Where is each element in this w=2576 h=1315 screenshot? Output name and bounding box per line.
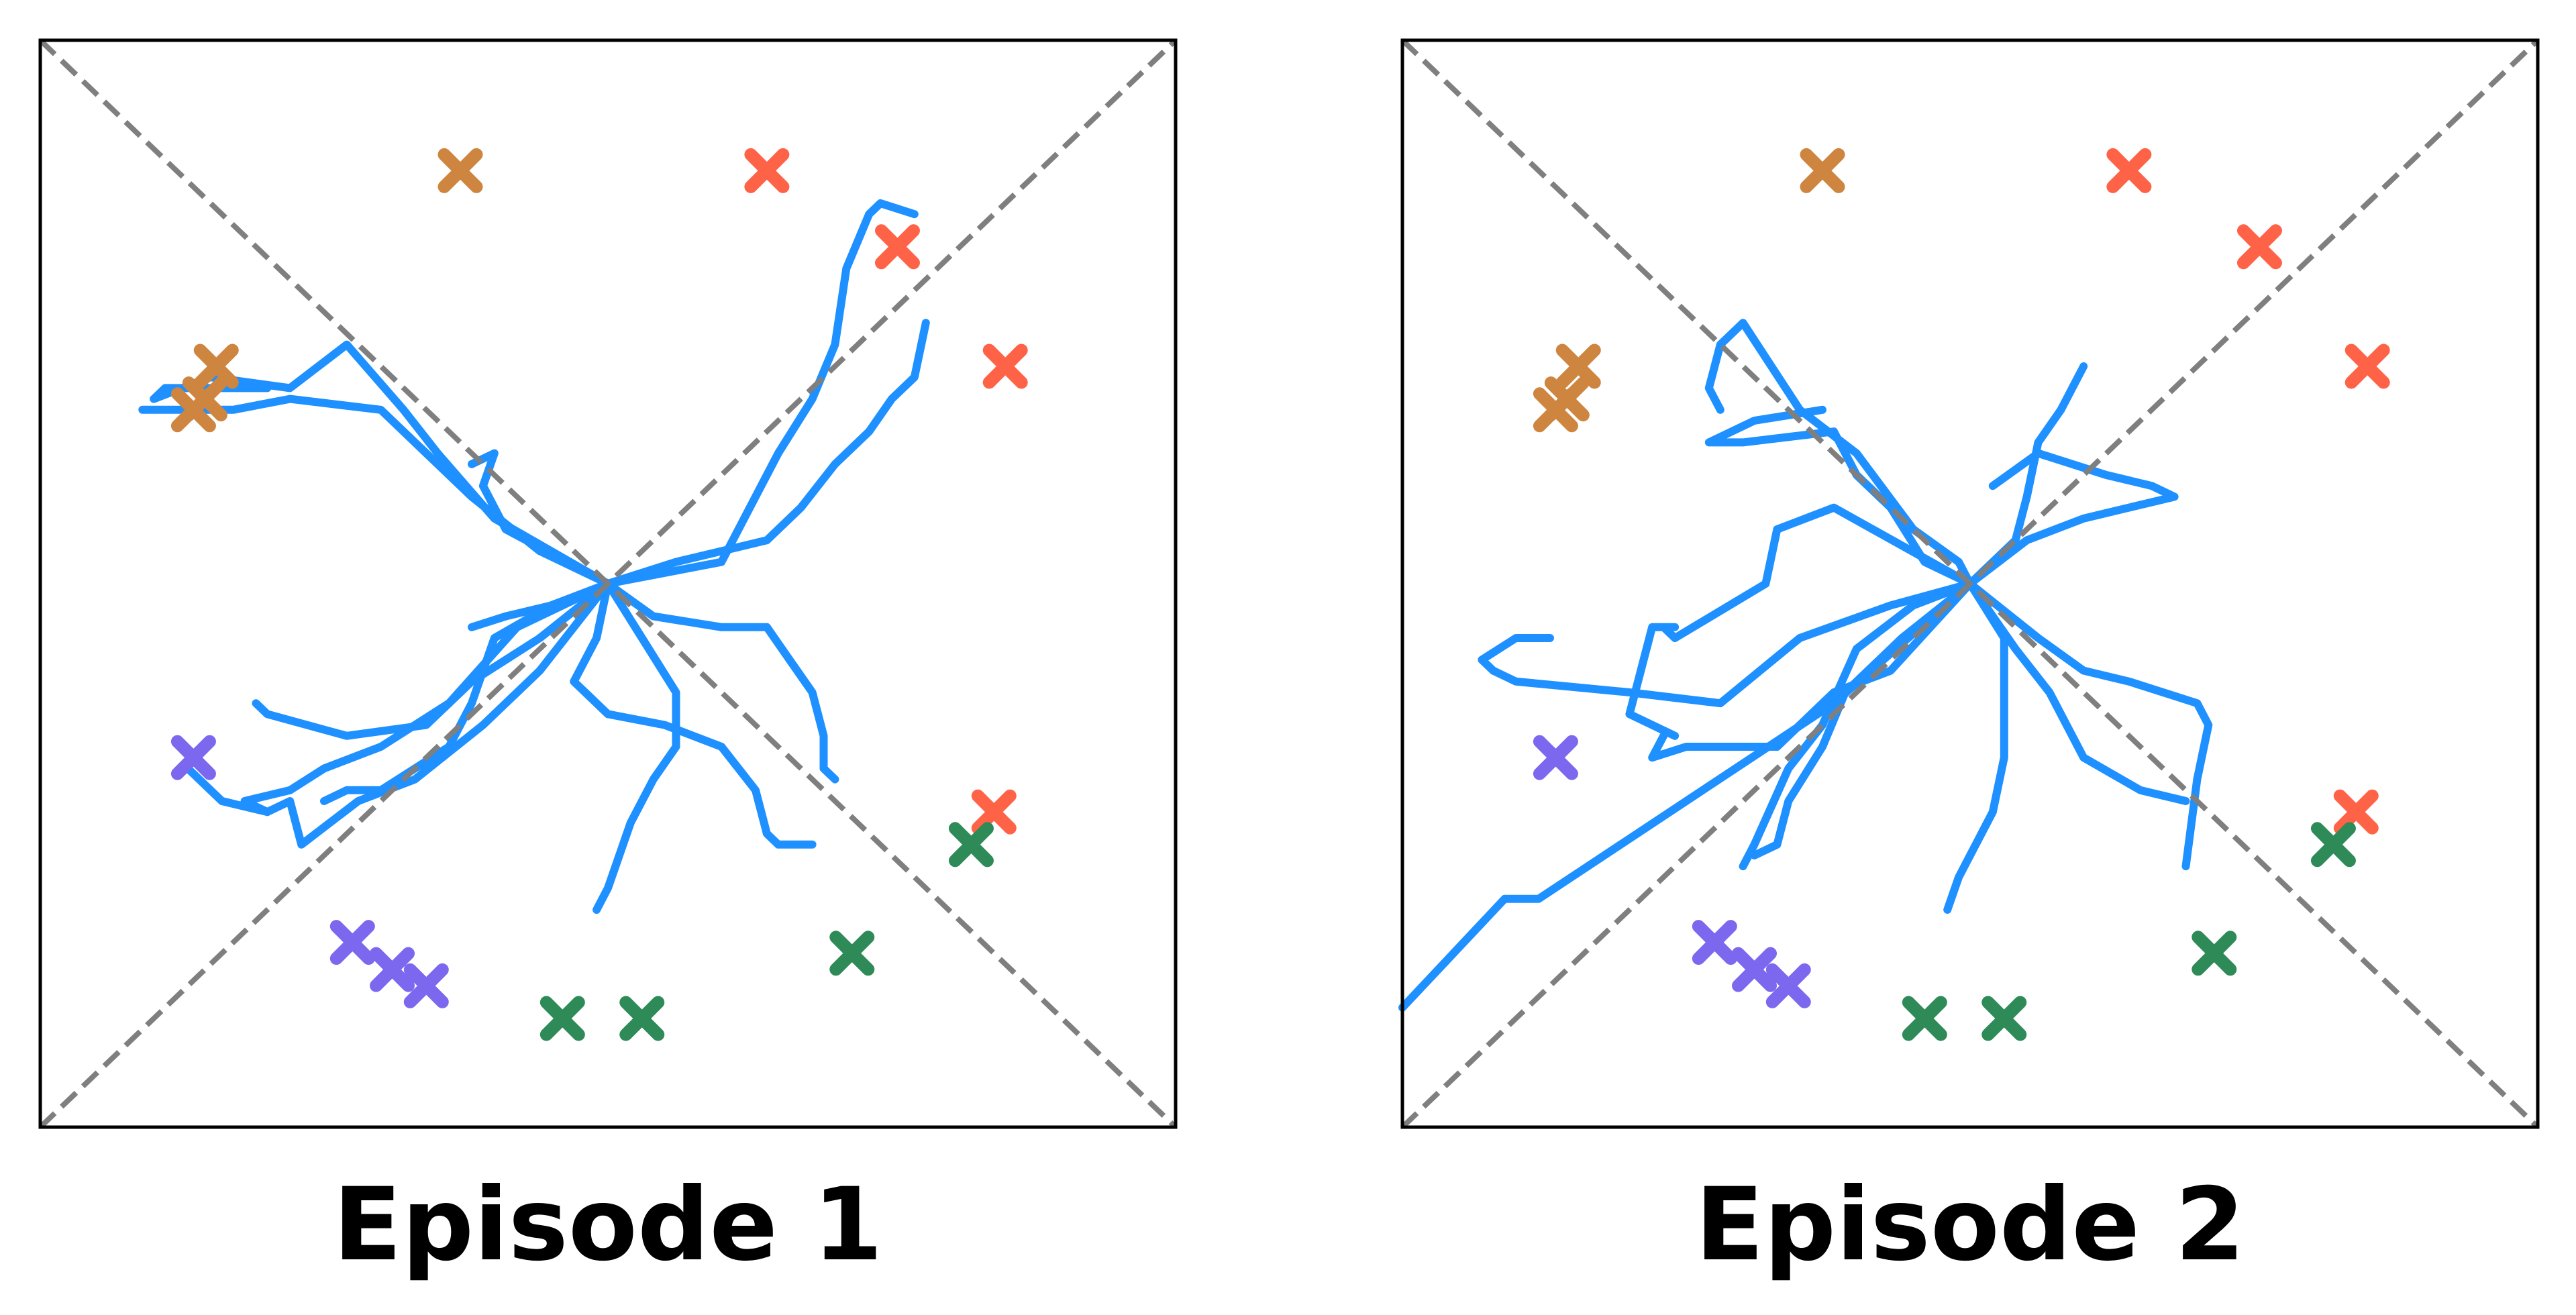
goal-marker-red bbox=[744, 148, 790, 193]
panel-episode-2: Episode 2 bbox=[1398, 38, 2540, 1283]
goal-marker-red bbox=[874, 224, 920, 270]
diagonal-line-descending bbox=[38, 38, 1178, 1129]
goal-marker-purple bbox=[403, 963, 449, 1008]
goal-marker-brown bbox=[193, 344, 239, 389]
goal-marker-purple bbox=[1533, 735, 1578, 780]
goal-marker-brown bbox=[437, 148, 483, 193]
goal-marker-red bbox=[2333, 789, 2379, 835]
goal-marker-brown bbox=[1533, 387, 1578, 433]
goal-marker-red bbox=[982, 344, 1028, 389]
trajectory-line bbox=[1625, 503, 1974, 740]
trajectory-line bbox=[1739, 580, 1974, 871]
plot-area-episode-1 bbox=[138, 148, 1028, 1041]
axes-frame bbox=[1400, 38, 2540, 1129]
panel-episode-1: Episode 1 bbox=[38, 38, 1178, 1283]
trajectory-line bbox=[1750, 580, 1974, 859]
panel-title: Episode 2 bbox=[1695, 1167, 2245, 1283]
diagonal-line-descending bbox=[1400, 38, 2540, 1129]
trajectory-line bbox=[1478, 580, 1974, 708]
trajectory-line bbox=[1966, 449, 2179, 588]
trajectory-line bbox=[1398, 580, 1974, 1012]
trajectory-line bbox=[1966, 580, 2213, 871]
trajectory-line bbox=[468, 449, 612, 588]
goal-marker-green bbox=[619, 996, 665, 1041]
plot-area-episode-2 bbox=[1398, 148, 2390, 1041]
goal-marker-green bbox=[2310, 822, 2356, 867]
goal-marker-green bbox=[1981, 996, 2027, 1041]
trajectory-line bbox=[1648, 580, 1974, 762]
goal-marker-purple bbox=[170, 735, 216, 780]
goal-marker-purple bbox=[370, 947, 415, 992]
goal-marker-purple bbox=[329, 920, 375, 965]
panel-title: Episode 1 bbox=[333, 1167, 882, 1283]
goal-marker-red bbox=[971, 789, 1017, 835]
goal-marker-green bbox=[829, 931, 875, 976]
goal-marker-purple bbox=[1765, 963, 1811, 1008]
goal-marker-purple bbox=[1732, 947, 1778, 992]
trajectory-line bbox=[1704, 319, 1974, 588]
trajectory-line bbox=[593, 580, 680, 914]
goal-marker-red bbox=[2106, 148, 2152, 193]
goal-marker-brown bbox=[170, 387, 216, 433]
goal-marker-red bbox=[2345, 344, 2390, 389]
goal-marker-red bbox=[2236, 224, 2282, 270]
goal-marker-purple bbox=[1692, 920, 1737, 965]
goal-marker-green bbox=[1902, 996, 1947, 1041]
axes-frame bbox=[38, 38, 1178, 1129]
goal-marker-green bbox=[2192, 931, 2237, 976]
goal-marker-green bbox=[539, 996, 585, 1041]
trajectory-line bbox=[468, 580, 612, 631]
trajectory-line bbox=[1966, 362, 2088, 588]
goal-marker-green bbox=[948, 822, 994, 867]
trajectory-line bbox=[184, 580, 612, 849]
trajectory-line bbox=[1704, 405, 1974, 588]
goal-marker-brown bbox=[1555, 344, 1601, 389]
trajectory-line bbox=[252, 580, 612, 740]
trajectory-line bbox=[604, 319, 930, 588]
trajectory-line bbox=[1943, 580, 2008, 914]
trajectory-line bbox=[604, 580, 839, 784]
trajectory-line bbox=[604, 199, 919, 588]
trajectory-line bbox=[570, 580, 817, 849]
trajectory-line bbox=[240, 580, 612, 817]
goal-marker-brown bbox=[1800, 148, 1845, 193]
